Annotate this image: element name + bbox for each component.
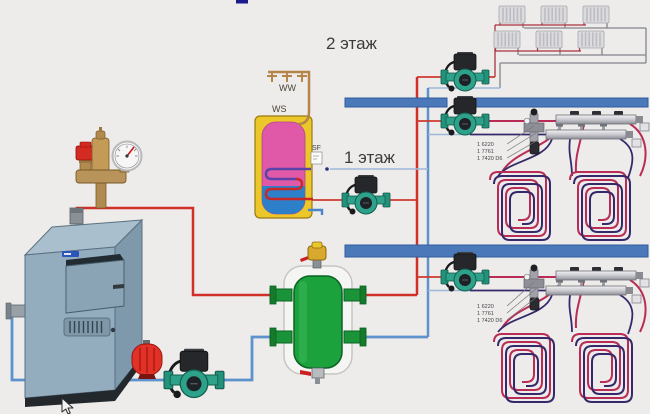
dhw-taps	[267, 70, 311, 126]
manifold-floor2-part-1: 1 6220	[477, 142, 494, 148]
boiler-vent-grille	[63, 317, 116, 337]
dhw-tank: WW WS SF	[254, 70, 324, 219]
manifold-floor1-part-1: 1 6220	[477, 304, 494, 310]
floor-slab-upper-left	[344, 97, 448, 108]
safety-valve	[75, 141, 96, 172]
title-mark	[236, 0, 248, 4]
cold-water-stub	[308, 208, 324, 215]
floor1-label: 1 этаж	[344, 148, 396, 167]
floor-slab-upper-right	[475, 97, 649, 108]
separator-air-vent	[300, 241, 327, 269]
manifold-labels-floor2: 1 6220 1 7761 1 7420 D6	[477, 125, 539, 162]
radiator	[540, 5, 568, 24]
sf-sensor	[310, 151, 323, 165]
distribution-piping	[10, 77, 556, 382]
radiator	[582, 5, 610, 24]
manifold-floor2-part-2: 1 7761	[477, 149, 494, 155]
manifold-labels-floor1: 1 6220 1 7761 1 7420 D6	[477, 281, 539, 324]
safety-group	[75, 127, 143, 209]
boiler	[5, 207, 144, 407]
floor-slab-middle	[344, 244, 649, 258]
manifold-floor2-part-3: 1 7420 D6	[477, 156, 502, 162]
manifold-floor1-part-2: 1 7761	[477, 311, 494, 317]
pressure-gauge	[111, 140, 143, 173]
expansion-tank	[131, 340, 163, 379]
ww-label: WW	[279, 83, 296, 93]
hydraulic-separator	[269, 241, 367, 384]
radiator	[493, 30, 521, 49]
manifold-floor1-part-3: 1 7420 D6	[477, 318, 502, 324]
radiator	[535, 30, 563, 49]
dhw-coil	[264, 167, 313, 201]
floor2-label: 2 этаж	[326, 34, 378, 53]
boiler-door	[65, 254, 125, 314]
separator-drain	[300, 367, 325, 384]
ws-label: WS	[272, 104, 287, 114]
radiator	[498, 5, 526, 24]
radiator	[577, 30, 605, 49]
sf-label: SF	[312, 145, 321, 152]
air-vent	[91, 127, 110, 173]
